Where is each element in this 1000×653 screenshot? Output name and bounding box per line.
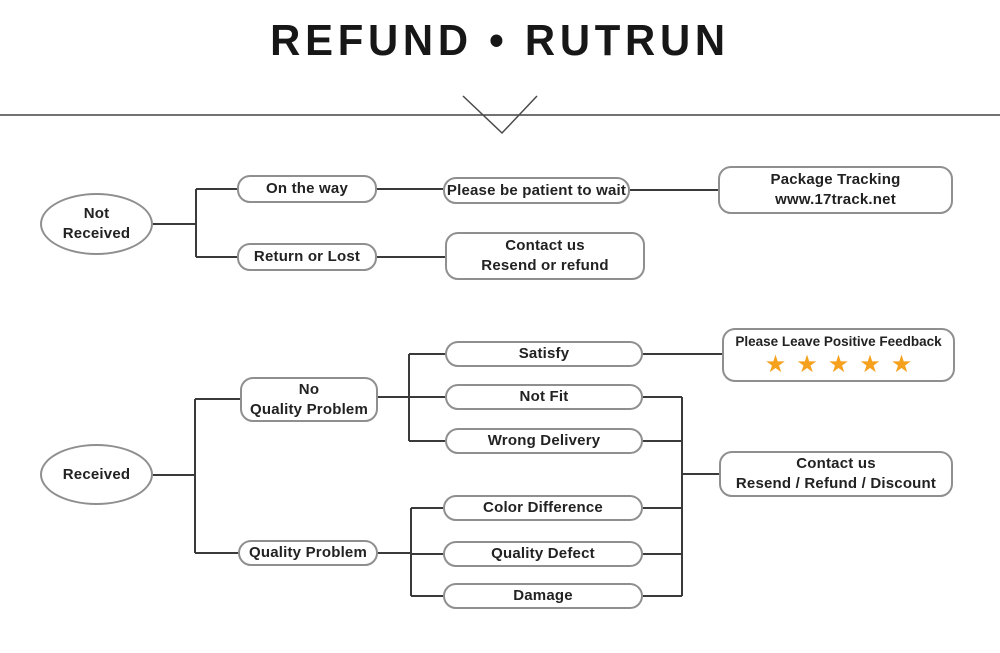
- page-title: REFUND • RUTRUN: [270, 16, 730, 65]
- node-quality-defect: Quality Defect: [443, 541, 643, 567]
- node-color-difference: Color Difference: [443, 495, 643, 521]
- node-wrong-delivery: Wrong Delivery: [445, 428, 643, 454]
- node-label: Satisfy: [518, 345, 570, 363]
- node-label: Not Fit: [519, 388, 569, 406]
- node-quality-problem: Quality Problem: [238, 540, 378, 566]
- node-label: Contact us Resend or refund: [481, 237, 609, 274]
- node-label: Contact us Resend / Refund / Discount: [735, 455, 937, 492]
- node-label: Quality Defect: [491, 545, 595, 563]
- node-label: Damage: [513, 587, 573, 605]
- node-label: Not Received: [62, 205, 131, 242]
- node-contact-us-resend-refund: Contact us Resend or refund: [445, 232, 645, 280]
- node-label: Please Leave Positive Feedback: [735, 334, 942, 349]
- node-label: Return or Lost: [253, 248, 361, 266]
- down-chevron-icon: [462, 95, 538, 135]
- node-not-received: Not Received: [40, 193, 153, 255]
- node-not-fit: Not Fit: [445, 384, 643, 410]
- five-star-rating-icon: ★★★★★: [764, 349, 923, 378]
- node-received: Received: [40, 444, 153, 505]
- node-label: On the way: [265, 180, 349, 198]
- node-return-or-lost: Return or Lost: [237, 243, 377, 271]
- node-label: No Quality Problem: [249, 380, 369, 418]
- node-label: Quality Problem: [248, 544, 368, 562]
- node-label: Color Difference: [483, 499, 603, 517]
- node-contact-us-resend-refund-discount: Contact us Resend / Refund / Discount: [719, 451, 953, 497]
- node-package-tracking: Package Tracking www.17track.net: [718, 166, 953, 214]
- node-please-be-patient: Please be patient to wait: [443, 177, 630, 204]
- node-label: Package Tracking www.17track.net: [770, 171, 901, 208]
- node-satisfy: Satisfy: [445, 341, 643, 367]
- node-damage: Damage: [443, 583, 643, 609]
- node-no-quality-problem: No Quality Problem: [240, 377, 378, 422]
- node-label: Please be patient to wait: [446, 181, 627, 199]
- node-label: Wrong Delivery: [487, 432, 601, 450]
- node-positive-feedback: Please Leave Positive Feedback ★★★★★: [722, 328, 955, 382]
- node-on-the-way: On the way: [237, 175, 377, 203]
- node-label: Received: [62, 465, 131, 483]
